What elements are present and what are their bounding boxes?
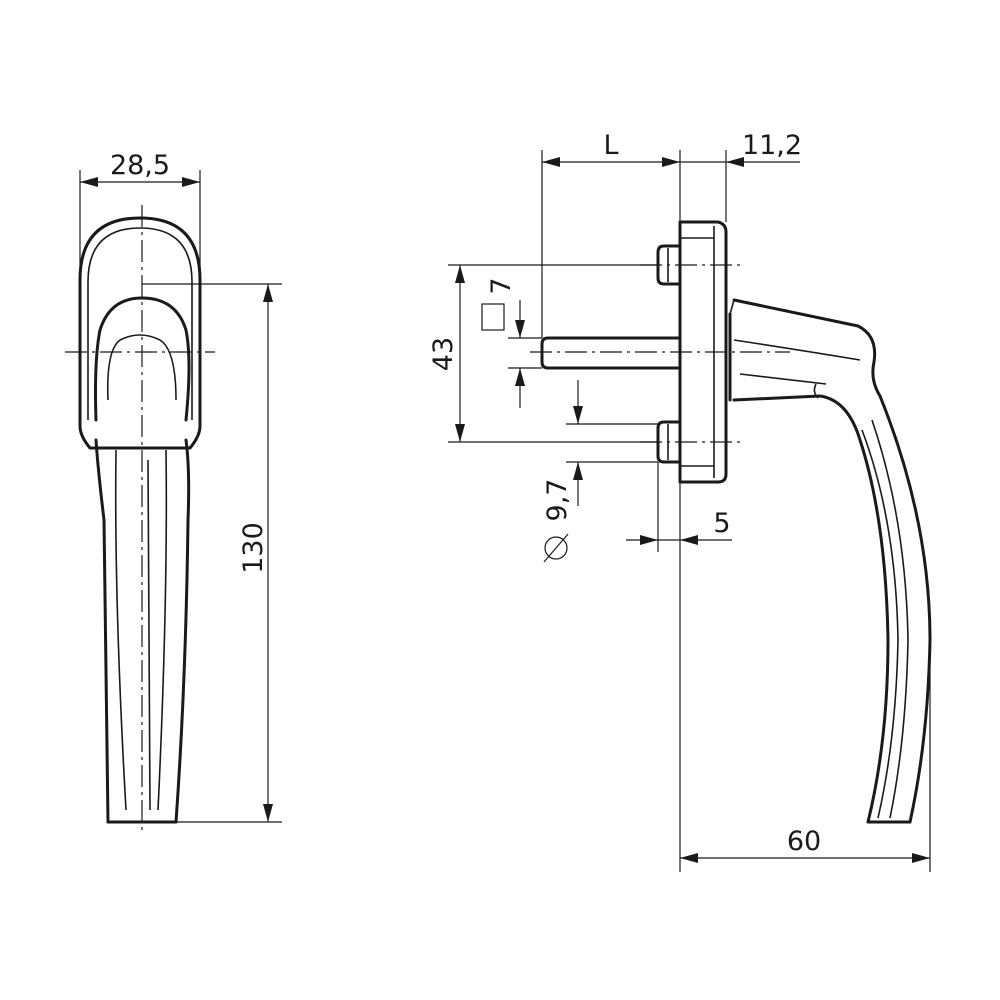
length-label: L	[603, 130, 618, 161]
front-grip-shade-left	[114, 449, 127, 811]
screw-offset-label: 5	[713, 508, 730, 539]
dimension-height: 130	[142, 283, 282, 823]
square-spindle-label: 7	[486, 277, 517, 294]
dimension-rose-thickness: 11,2	[680, 130, 802, 222]
screw-diameter-label: 9,7	[542, 479, 573, 522]
dimension-square-spindle: 7	[481, 277, 542, 408]
rosette-spacing-label: 43	[428, 337, 459, 371]
rose-thickness-label: 11,2	[742, 130, 802, 161]
front-handle-neck-inner	[106, 334, 177, 401]
projection-label: 60	[787, 826, 821, 857]
dimension-rosette-spacing: 43	[428, 264, 658, 443]
rose-plate	[678, 220, 728, 484]
square-spindle	[540, 336, 682, 370]
diameter-icon	[543, 533, 569, 563]
width-label: 28,5	[110, 150, 170, 181]
dimension-screw-offset: 5	[626, 462, 732, 552]
side-view: L 11,2 43 7	[428, 130, 932, 872]
dimension-width: 28,5	[79, 150, 201, 270]
front-handle-neck	[94, 296, 191, 422]
lever-arm	[858, 394, 932, 824]
front-grip-shade-right	[157, 449, 168, 811]
front-grip-shade-mid	[147, 459, 151, 811]
dimension-projection: 60	[679, 482, 931, 872]
lever-underside	[732, 394, 862, 442]
dimension-length: L	[541, 130, 681, 338]
front-handle-grip	[94, 438, 191, 824]
front-rosette	[78, 216, 202, 450]
front-view: 28,5 130	[65, 150, 282, 830]
front-rosette-inner	[87, 227, 193, 420]
lever-neck	[732, 298, 882, 398]
dimension-screw-diameter: 9,7	[542, 380, 658, 563]
square-icon	[481, 303, 505, 331]
height-label: 130	[238, 522, 269, 574]
